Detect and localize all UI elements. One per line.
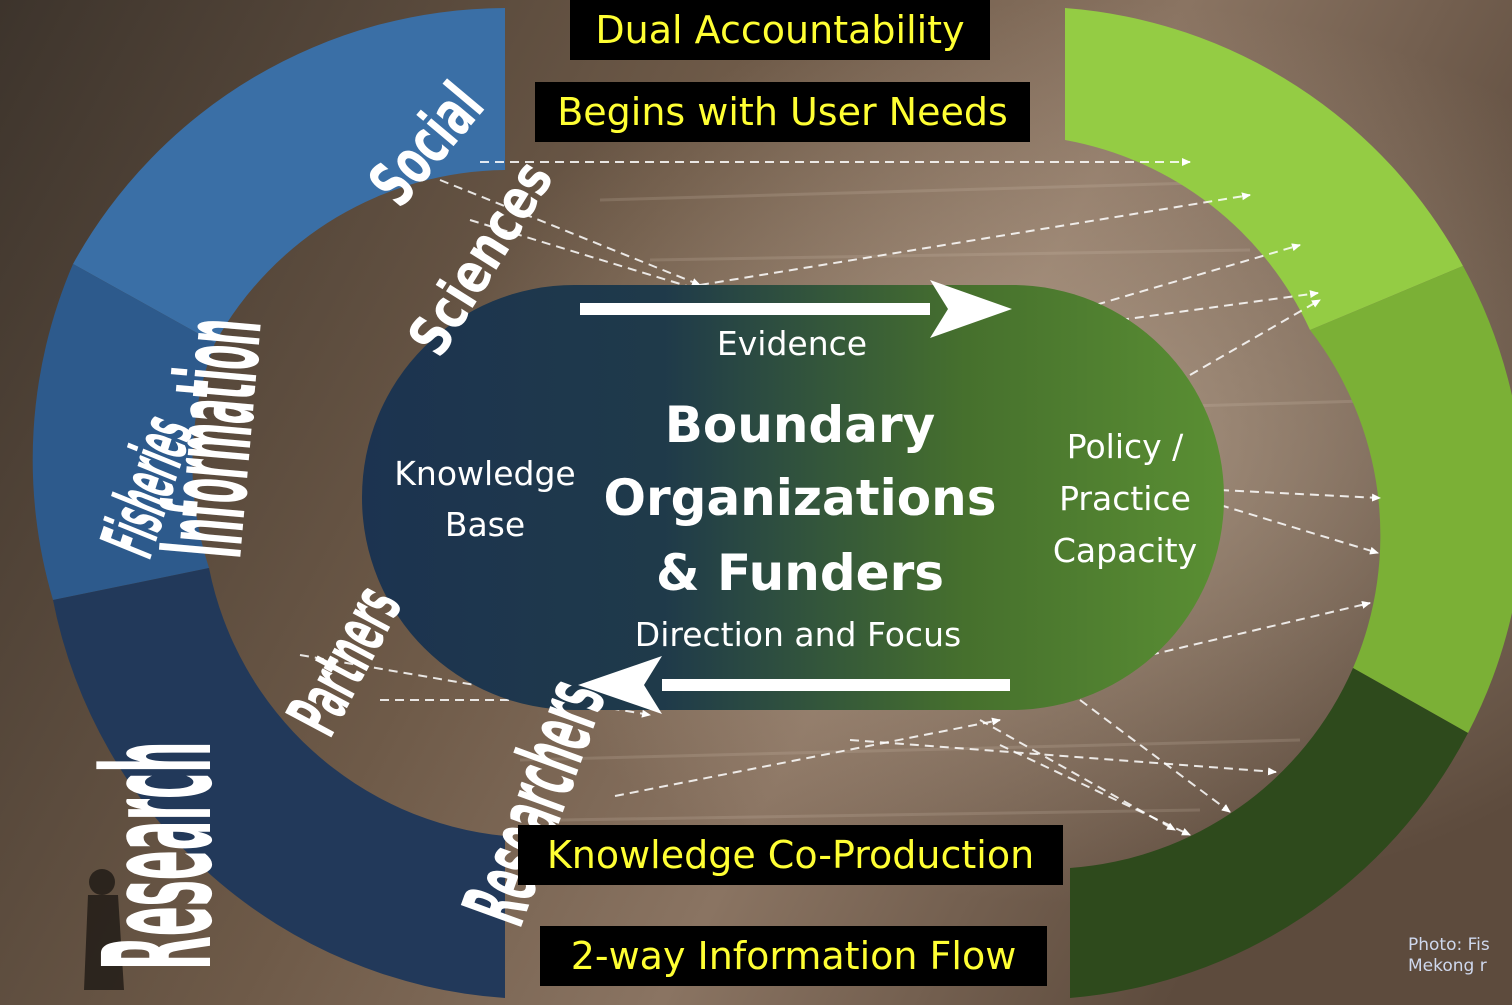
right-arc-bottom-segment: [1070, 668, 1468, 998]
policy-label-line3: Capacity: [1053, 531, 1197, 570]
ring-label-research: Research: [73, 741, 247, 970]
banner-user-needs: Begins with User Needs: [535, 82, 1030, 142]
banner-information-flow: 2-way Information Flow: [540, 926, 1047, 986]
right-arc-middle-segment: [1310, 266, 1512, 733]
knowledge-base-label-line1: Knowledge: [394, 454, 575, 493]
photo-credit: Photo: Fis Mekong r: [1408, 935, 1490, 978]
banner-co-production: Knowledge Co-Production: [518, 825, 1063, 885]
left-ring-top-segment: [73, 8, 505, 343]
evidence-label: Evidence: [717, 324, 867, 363]
ring-label-information: Information: [137, 313, 288, 562]
photo-credit-line2: Mekong r: [1408, 956, 1487, 977]
fisherman-silhouette: [84, 869, 124, 990]
dashed-connectors: [299, 158, 1381, 836]
title-line-organizations: Organizations: [603, 469, 996, 527]
knowledge-base-label-line2: Base: [445, 505, 525, 544]
title-line-boundary: Boundary: [665, 396, 935, 454]
boundary-organizations-pill: [362, 285, 1224, 710]
left-ring-middle-segment: [32, 264, 215, 600]
evidence-arrow: [580, 280, 1012, 338]
direction-label: Direction and Focus: [635, 615, 961, 654]
direction-arrow: [578, 656, 1010, 714]
left-ring-bottom-segment: [53, 568, 505, 998]
photo-credit-line1: Photo: Fis: [1408, 935, 1490, 955]
banner-dual-accountability: Dual Accountability: [570, 0, 990, 60]
right-arc-top-segment: [1065, 8, 1463, 330]
policy-label-line2: Practice: [1059, 479, 1191, 518]
title-line-funders: & Funders: [656, 544, 944, 602]
policy-label-line1: Policy /: [1067, 427, 1184, 466]
